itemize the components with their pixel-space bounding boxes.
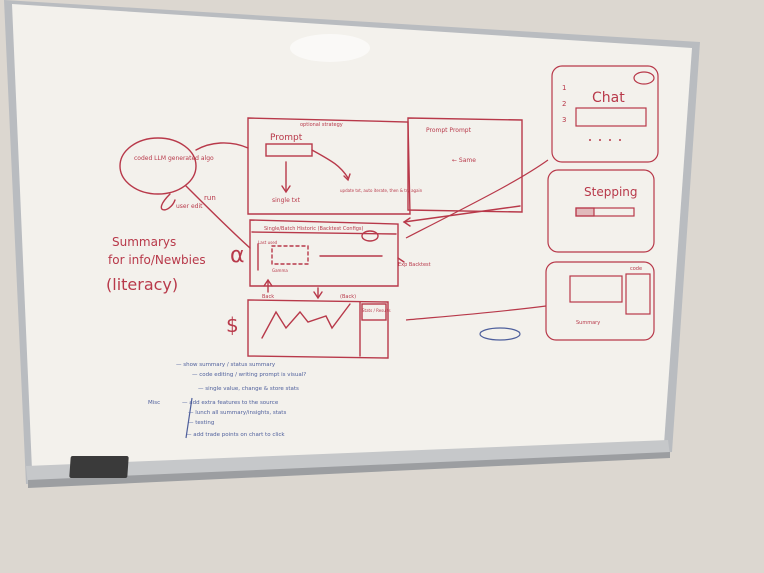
chart-corner-label: (Back): [340, 294, 356, 300]
run-label: run: [204, 194, 216, 202]
blue-note-7: — add trade points on chart to click: [186, 432, 285, 438]
svg-text:$: $: [226, 313, 239, 337]
blue-note-2: — code editing / writing prompt is visua…: [192, 372, 306, 378]
bottom-note: Summary: [576, 320, 600, 326]
prompt-right-panel: [407, 117, 523, 213]
prompt-right-panel-label: Prompt Prompt: [426, 127, 472, 134]
config-box: [249, 219, 399, 287]
circle-text: coded LLM generated algo: [134, 155, 214, 162]
prompt-right-panel-note: ← Same: [452, 157, 476, 164]
loop-label: user edit: [176, 203, 203, 210]
blue-note-1: — show summary / status summary: [176, 362, 276, 368]
summary-note-line2: for info/Newbies: [108, 253, 206, 267]
summary-note-line3: (literacy): [106, 275, 178, 294]
chart-box: [247, 299, 389, 359]
config-side-label: Exp Backtest: [398, 262, 431, 268]
prompt-side-label: optional strategy: [300, 122, 343, 128]
chat-number-2: 2: [562, 100, 566, 108]
config-left-label: Last used: [258, 240, 278, 245]
blue-note-5: — lunch all summary/insights, stats: [188, 410, 286, 416]
equity-line: [261, 303, 351, 339]
chart-label: Back: [262, 294, 274, 300]
chart-right-label: Stats / Results: [362, 308, 391, 313]
config-header: Single/Batch Historic (Backtest Configs): [264, 226, 364, 232]
chat-panel: [551, 65, 659, 163]
blue-side-label: Misc: [148, 400, 160, 406]
summary-note-line1: Summarys: [112, 235, 176, 249]
bottom-corner: code: [630, 266, 642, 272]
chat-number-1: 1: [562, 84, 566, 92]
chat-title: Chat: [592, 90, 625, 106]
config-inner-label: Gamma: [272, 268, 288, 273]
prompt-label: Prompt: [270, 133, 303, 143]
blue-note-6: — testing: [188, 420, 214, 426]
blue-oval: [479, 327, 521, 341]
single-label: single txt: [272, 197, 301, 204]
llm-algo-circle: [119, 137, 197, 195]
alpha-symbol: α: [230, 243, 245, 268]
stepping-title: Stepping: [584, 185, 638, 199]
chat-number-3: 3: [562, 116, 566, 124]
blue-note-4: — add extra features to the source: [182, 400, 279, 406]
stepping-panel: [547, 169, 655, 253]
multi-label: update txt, auto iterate, then & try aga…: [340, 188, 423, 193]
blue-note-3: — single value, change & store stats: [198, 386, 299, 392]
bottom-panel: [545, 261, 655, 341]
prompt-box: [247, 117, 411, 215]
